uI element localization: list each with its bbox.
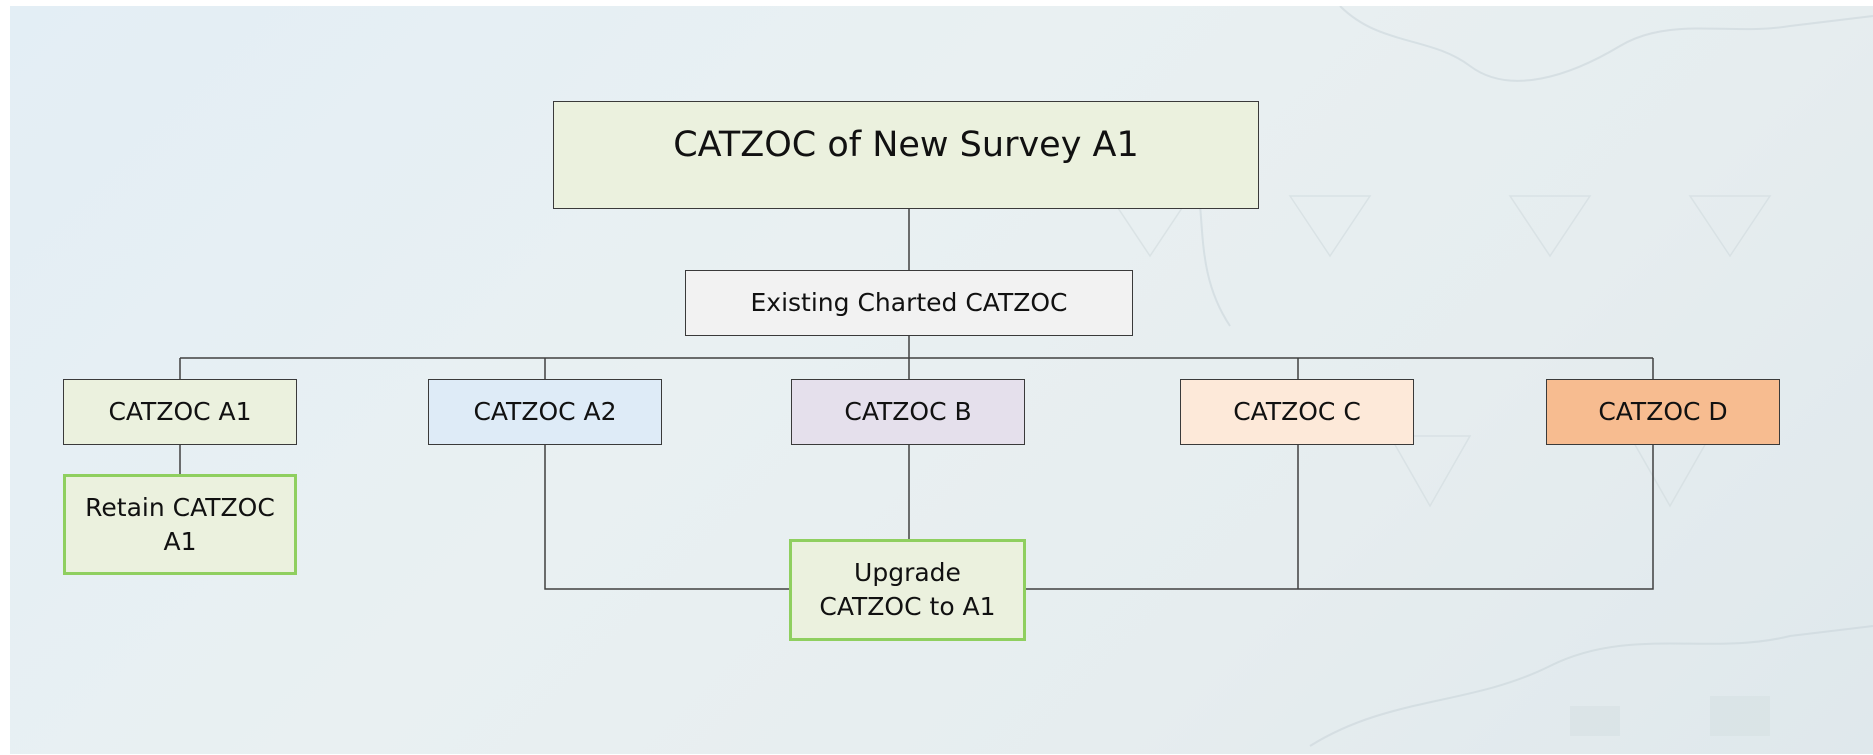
category-label-a2: CATZOC A2 xyxy=(473,397,617,427)
category-node-a1: CATZOC A1 xyxy=(63,379,297,445)
decision-label: Existing Charted CATZOC xyxy=(750,288,1068,318)
root-label: CATZOC of New Survey A1 xyxy=(673,125,1139,166)
category-node-a2: CATZOC A2 xyxy=(428,379,662,445)
category-node-d: CATZOC D xyxy=(1546,379,1780,445)
upgrade-outcome-node: Upgrade CATZOC to A1 xyxy=(789,539,1026,641)
category-label-c: CATZOC C xyxy=(1233,397,1361,427)
root-node: CATZOC of New Survey A1 xyxy=(553,101,1259,209)
retain-label: Retain CATZOC A1 xyxy=(85,492,275,556)
category-node-c: CATZOC C xyxy=(1180,379,1414,445)
diagram-canvas: CATZOC of New Survey A1 Existing Charted… xyxy=(10,6,1873,754)
connector-lines xyxy=(179,209,1654,590)
category-label-a1: CATZOC A1 xyxy=(108,397,252,427)
upgrade-label: Upgrade CATZOC to A1 xyxy=(819,558,996,621)
decision-node: Existing Charted CATZOC xyxy=(685,270,1133,336)
connector-group xyxy=(179,209,1654,590)
category-label-d: CATZOC D xyxy=(1598,397,1728,427)
category-label-b: CATZOC B xyxy=(844,397,972,427)
connector-a2-to-upgrade xyxy=(544,445,791,590)
category-node-b: CATZOC B xyxy=(791,379,1025,445)
connector-d-to-upgrade xyxy=(1024,445,1654,590)
retain-outcome-node: Retain CATZOC A1 xyxy=(63,474,297,575)
